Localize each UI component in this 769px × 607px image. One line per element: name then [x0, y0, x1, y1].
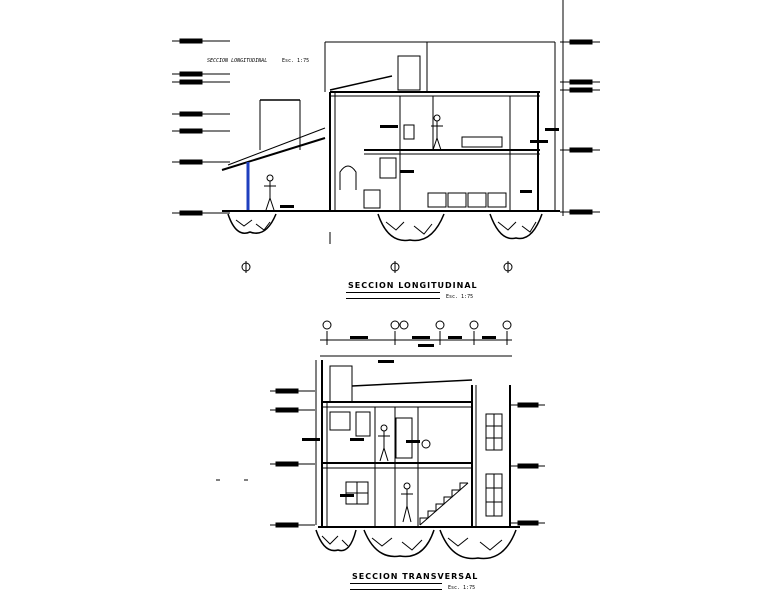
axis-markers — [241, 232, 513, 273]
water-tank — [329, 365, 353, 403]
human-figure — [264, 174, 276, 211]
left-level-markers — [270, 388, 315, 528]
window — [345, 481, 369, 505]
header-scale-label: Esc. 1:75 — [282, 58, 310, 64]
right-level-markers — [560, 39, 600, 215]
foundation-footings — [227, 213, 543, 242]
human-figure — [401, 482, 413, 523]
human-figure — [378, 424, 390, 462]
title-underline — [346, 292, 440, 293]
left-level-markers — [172, 38, 230, 216]
transversal-section — [216, 320, 545, 560]
sloped-roof-upper — [329, 75, 393, 91]
title-underline — [350, 589, 442, 590]
title-underline — [350, 583, 442, 584]
transversal-title: SECCION TRANSVERSAL — [352, 572, 479, 581]
foundation-footings — [315, 529, 517, 560]
right-level-markers — [510, 402, 545, 526]
arched-window — [339, 165, 357, 190]
window — [485, 413, 503, 451]
plant — [421, 439, 431, 449]
longitudinal-title: SECCION LONGITUDINAL — [348, 281, 478, 290]
sloped-roof-lower — [221, 137, 326, 171]
water-tank — [397, 55, 421, 91]
title-underline — [346, 298, 440, 299]
window — [485, 473, 503, 517]
roof-line — [351, 379, 473, 387]
dimension-tags — [302, 336, 496, 497]
kitchen-cabinets — [427, 192, 507, 208]
transversal-scale: Esc. 1:75 — [448, 585, 476, 591]
longitudinal-scale: Esc. 1:75 — [446, 294, 474, 300]
toilet — [403, 124, 415, 140]
dimension-tags — [280, 125, 559, 208]
longitudinal-section — [172, 0, 600, 273]
human-figure — [431, 114, 443, 151]
axis-markers — [322, 320, 512, 345]
bed — [461, 136, 503, 148]
header-section-label: SECCION LONGITUDINAL — [207, 58, 268, 64]
